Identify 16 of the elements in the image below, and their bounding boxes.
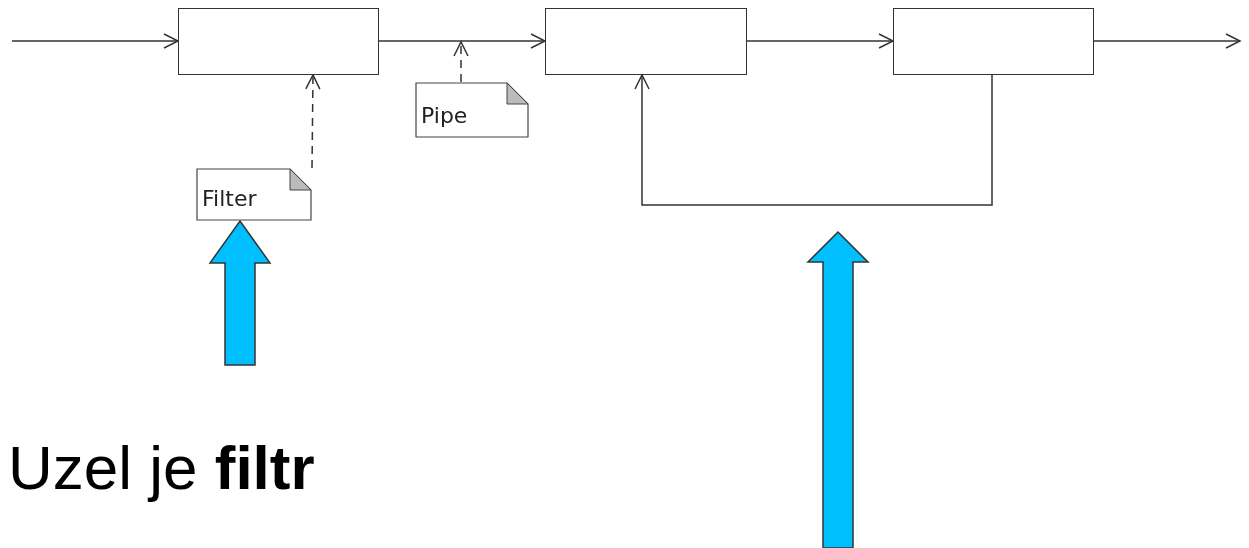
arrow — [746, 33, 894, 49]
arrow — [1093, 33, 1241, 49]
note-text: Filter — [202, 186, 257, 211]
note-text: Pipe — [421, 103, 468, 128]
process-box — [893, 8, 1094, 75]
note-box — [415, 82, 529, 138]
arrow — [378, 33, 546, 49]
arrow — [634, 74, 993, 206]
note-box — [196, 168, 312, 221]
dashed-arrow — [305, 74, 321, 169]
process-box — [178, 8, 379, 75]
block-arrow — [208, 219, 272, 366]
arrow — [11, 33, 179, 49]
process-box — [545, 8, 747, 75]
dashed-arrow — [453, 41, 469, 83]
caption-text: Uzel je filtr — [8, 432, 315, 503]
